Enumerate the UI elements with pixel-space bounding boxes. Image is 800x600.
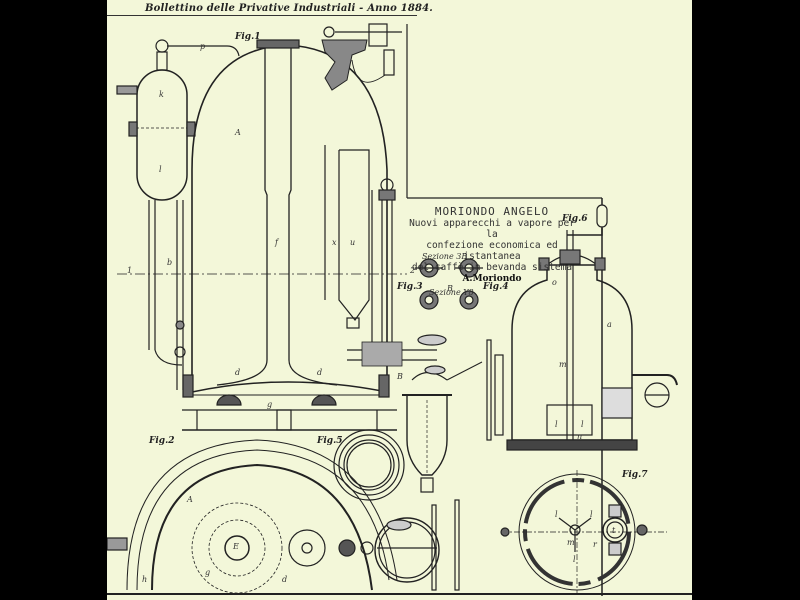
letter-m-fig6: m <box>559 360 567 369</box>
letter-g-fig2: g <box>205 568 211 577</box>
letter-A-fig2: A <box>187 495 193 504</box>
title-line-1: Nuovi apparecchi a vapore per la <box>409 218 575 240</box>
letter-t-fig7: t <box>612 526 616 535</box>
fig6-vessel <box>494 204 678 451</box>
fig1-steam-valve <box>321 23 402 91</box>
system-name: A.Moriondo <box>462 274 522 284</box>
engraving-drawing <box>107 23 692 596</box>
letter-l3-fig7: l <box>573 555 576 564</box>
fig5-rings <box>333 429 405 501</box>
letter-b: b <box>167 258 173 267</box>
header-rule <box>107 15 417 16</box>
title-line-2: confezione economica ed istantanea <box>426 240 558 262</box>
filter-vessel <box>402 339 492 493</box>
inventor-name: MORIONDO ANGELO <box>434 205 550 218</box>
section-mark-1: 1 <box>127 266 133 275</box>
bulletin-header: Bollettino delle Privative Industriali -… <box>145 3 433 14</box>
letter-l1-fig7: l <box>555 510 558 519</box>
letter-m-fig7: m <box>567 538 575 547</box>
fig-3-label: Fig.3 <box>397 282 423 292</box>
fig-5-label: Fig.5 <box>317 436 343 446</box>
fig1-side-vessel <box>116 39 240 390</box>
fig-2-label: Fig.2 <box>149 436 175 446</box>
letter-k: k <box>159 90 164 99</box>
letter-r-fig7: r <box>593 540 597 549</box>
letter-g: g <box>267 400 273 409</box>
patent-title-block: MORIONDO ANGELO Nuovi apparecchi a vapor… <box>407 205 577 285</box>
fig3-fig4-valves <box>415 258 483 310</box>
fig-6-label: Fig.6 <box>562 214 588 224</box>
letter-h-fig2: h <box>142 575 148 584</box>
title-line-3-row: del caffè in bevanda sistema A.Moriondo <box>407 262 577 285</box>
letter-o-fig6: o <box>552 278 557 287</box>
letter-l1-fig6: l <box>555 420 558 429</box>
letter-n-fig6: n <box>577 432 583 441</box>
letter-d-fig2: d <box>282 575 288 584</box>
letter-a-fig6: a <box>607 320 612 329</box>
patent-drawing-sheet: Bollettino delle Privative Industriali -… <box>107 0 692 600</box>
section-label-3b: Sezione 3B <box>422 252 468 261</box>
letter-u: u <box>350 238 356 247</box>
letter-f: f <box>275 238 278 247</box>
title-line-3: del caffè in bevanda sistema <box>411 262 573 273</box>
section-label-b: B <box>447 284 453 293</box>
letter-l: l <box>159 165 162 174</box>
letter-E: E <box>233 542 239 551</box>
fig2-section <box>107 439 398 594</box>
letter-A: A <box>235 128 241 137</box>
fig1-right-tubes <box>347 178 447 367</box>
letter-x: x <box>332 238 337 247</box>
letter-B: B <box>397 372 403 381</box>
letter-d-right: d <box>317 368 323 377</box>
letter-l2-fig7: l <box>590 510 593 519</box>
letter-p: p <box>200 42 206 51</box>
section-label-y8: Sezione Y8 <box>429 288 474 297</box>
fig2-valve-assembly <box>288 499 460 591</box>
fig-4-label: Fig.4 <box>483 282 509 292</box>
letter-d-left: d <box>235 368 241 377</box>
letter-l2-fig6: l <box>581 420 584 429</box>
fig1-main-boiler <box>182 39 397 431</box>
section-mark-2: 2 <box>410 266 416 275</box>
fig7-section <box>500 470 667 594</box>
fig-1-label: Fig.1 <box>235 32 261 42</box>
fig-7-label: Fig.7 <box>622 470 648 480</box>
